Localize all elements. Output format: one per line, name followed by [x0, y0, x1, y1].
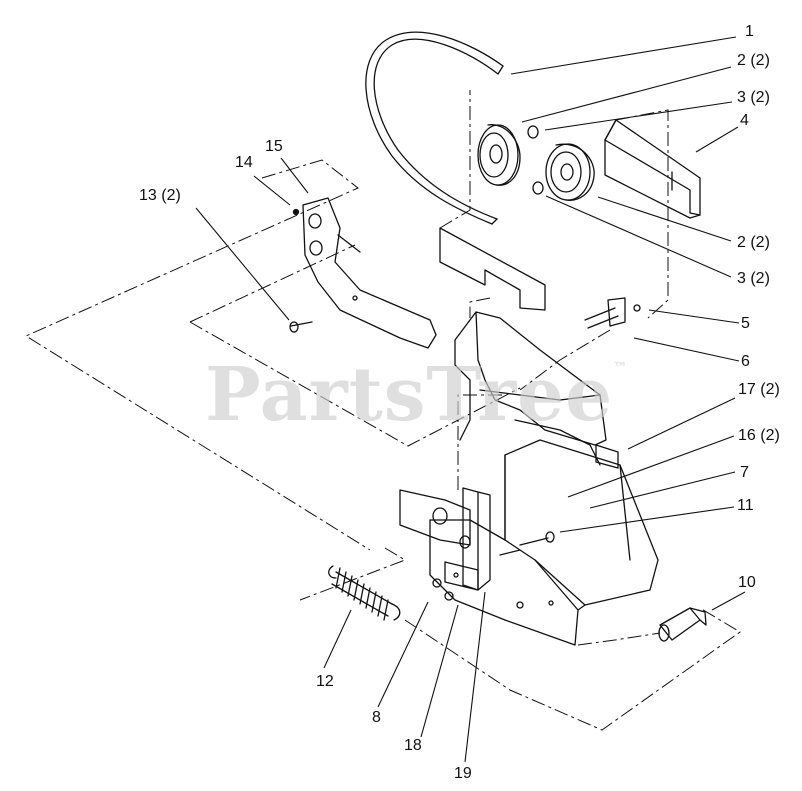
callout-3-upper: 3 (2): [737, 89, 770, 106]
callout-12: 12: [316, 673, 334, 690]
pulley-bracket-part: [439, 227, 546, 311]
callout-8: 8: [372, 709, 381, 726]
callout-19: 19: [454, 765, 472, 782]
bolt-part: [289, 321, 313, 333]
watermark: PartsTree™: [205, 352, 628, 438]
callout-16: 16 (2): [738, 427, 780, 444]
callout-14: 14: [235, 154, 253, 171]
callout-7: 7: [740, 464, 749, 481]
alignment-lines: [24, 90, 741, 731]
callout-13: 13 (2): [139, 187, 181, 204]
callout-2-upper: 2 (2): [737, 52, 770, 69]
callout-4: 4: [740, 112, 749, 129]
extension-spring-part: [328, 565, 401, 621]
spring-bracket-part: [462, 487, 491, 591]
fitting-part: [658, 607, 707, 642]
callout-1: 1: [745, 23, 754, 40]
callout-6: 6: [741, 353, 750, 370]
callout-5: 5: [741, 315, 750, 332]
belt-guide-part: [604, 119, 701, 219]
spring-plate-part: [444, 561, 479, 591]
callout-3-lower: 3 (2): [737, 270, 770, 287]
callout-18: 18: [404, 737, 422, 754]
idler-pulley-upper-part: [477, 124, 521, 186]
hardware-parts: [432, 297, 641, 601]
belt-part: [365, 31, 504, 225]
housing-frame-part: [429, 311, 659, 646]
watermark-text: PartsTree: [205, 352, 614, 438]
callout-17: 17 (2): [738, 381, 780, 398]
watermark-trademark: ™: [613, 360, 629, 376]
shift-plate-part: [399, 489, 471, 549]
idler-pulley-lower-part: [545, 143, 595, 201]
callout-15: 15: [265, 138, 283, 155]
nut-parts: [527, 125, 544, 195]
callout-11: 11: [737, 497, 754, 514]
callout-2-lower: 2 (2): [737, 234, 770, 251]
callout-10: 10: [738, 574, 756, 591]
leader-lines: [195, 36, 746, 763]
idler-arm-part: [292, 197, 437, 349]
